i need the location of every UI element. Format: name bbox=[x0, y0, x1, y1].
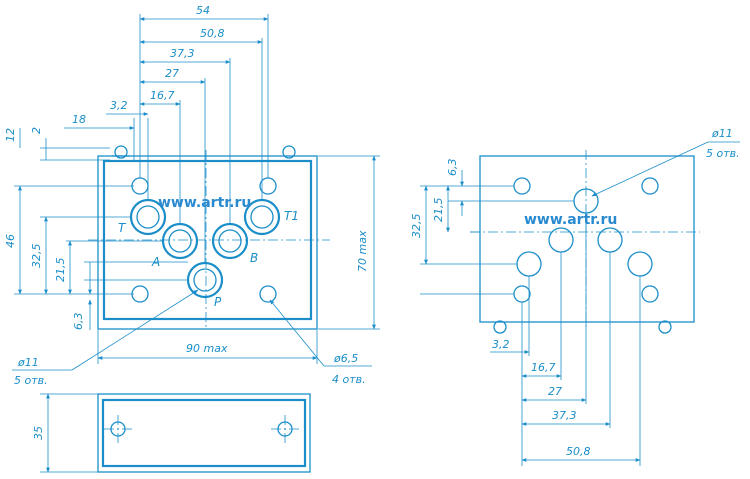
dim-18: 18 bbox=[72, 113, 86, 126]
front-plate-body bbox=[102, 159, 313, 321]
dim-46: 46 bbox=[4, 234, 17, 248]
side-callout-port-dia: ø11 bbox=[711, 127, 733, 140]
dim-27: 27 bbox=[165, 67, 179, 80]
callout-port-dia: ø11 bbox=[17, 356, 39, 369]
dim-12: 12 bbox=[4, 128, 17, 142]
dim-70-max: 70 max bbox=[356, 230, 369, 272]
dim-32-5: 32,5 bbox=[30, 244, 43, 269]
dim-21-5: 21,5 bbox=[54, 258, 67, 283]
dim-16-7: 16,7 bbox=[150, 89, 175, 102]
port-p bbox=[186, 261, 224, 299]
callout-bolt-count: 4 отв. bbox=[332, 373, 366, 386]
side-callout-port-count: 5 отв. bbox=[706, 147, 740, 160]
side-port bbox=[516, 251, 542, 277]
port-label-b: B bbox=[250, 251, 258, 265]
port-label-t: T bbox=[118, 221, 127, 235]
side-dim-16-7: 16,7 bbox=[531, 361, 556, 374]
side-dim-6-3: 6,3 bbox=[446, 159, 459, 177]
side-plate-body bbox=[479, 155, 695, 323]
side-dim-37-3: 37,3 bbox=[552, 409, 577, 422]
front-view: T T1 A B P 54 50,8 37,3 27 16,7 3,2 18 bbox=[4, 4, 380, 387]
port-label-t1: T1 bbox=[284, 209, 299, 223]
dim-90-max: 90 max bbox=[186, 342, 228, 355]
port-b bbox=[211, 222, 249, 260]
bolt-hole bbox=[131, 285, 149, 303]
bolt-hole bbox=[259, 285, 277, 303]
dim-50-8: 50,8 bbox=[200, 27, 225, 40]
side-port bbox=[627, 251, 653, 277]
bolt-hole bbox=[131, 177, 149, 195]
bottom-plate-body bbox=[101, 398, 307, 468]
side-dim-50-8: 50,8 bbox=[566, 445, 591, 458]
port-a bbox=[161, 222, 199, 260]
bottom-plate-outline bbox=[97, 393, 311, 473]
dim-3-2: 3,2 bbox=[110, 99, 128, 112]
side-view: 6,3 21,5 32,5 3,2 16,7 27 37,3 50,8 ø11 … bbox=[410, 127, 740, 466]
callout-bolt-dia: ø6,5 bbox=[333, 352, 358, 365]
side-dim-32-5: 32,5 bbox=[410, 214, 423, 239]
bottom-view: 35 bbox=[32, 393, 311, 473]
side-bolt-hole bbox=[513, 285, 531, 303]
side-bolt-hole bbox=[641, 177, 659, 195]
front-plate-outline bbox=[97, 155, 318, 330]
dim-6-3: 6,3 bbox=[72, 313, 85, 331]
side-bolt-hole bbox=[513, 177, 531, 195]
port-label-p: P bbox=[214, 295, 222, 309]
watermark: www.artr.ru bbox=[158, 195, 251, 211]
dim-2: 2 bbox=[30, 127, 43, 134]
dim-54: 54 bbox=[196, 4, 210, 17]
side-dim-3-2: 3,2 bbox=[492, 338, 510, 351]
dim-37-3: 37,3 bbox=[170, 47, 195, 60]
side-watermark: www.artr.ru bbox=[524, 212, 617, 228]
dim-35: 35 bbox=[32, 426, 45, 440]
callout-port-count: 5 отв. bbox=[14, 374, 48, 387]
side-bolt-hole bbox=[641, 285, 659, 303]
side-dim-21-5: 21,5 bbox=[432, 198, 445, 223]
side-dim-27: 27 bbox=[548, 385, 562, 398]
